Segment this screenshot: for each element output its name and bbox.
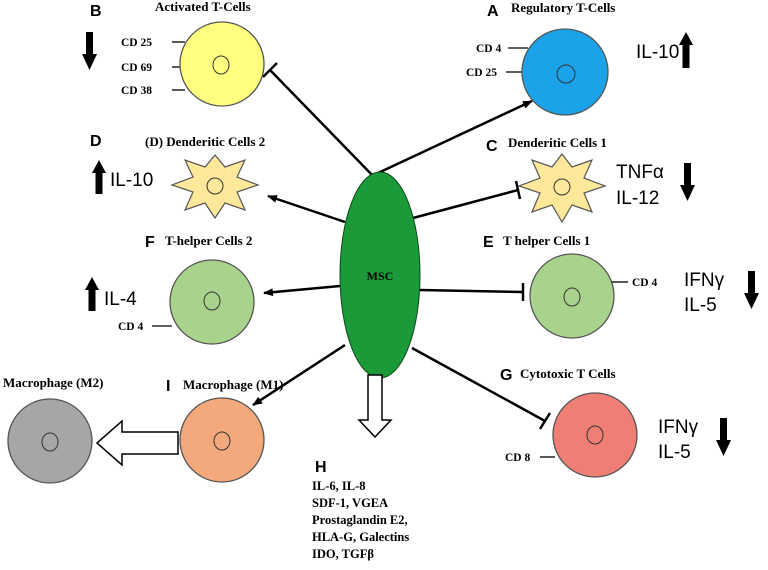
- panel-cytotoxic-t-cells: G Cytotoxic T Cells CD 8 IFNγ IL-5: [500, 366, 731, 478]
- ctl-cell: [552, 392, 638, 478]
- th1-nucleus: [563, 287, 581, 307]
- dc1-cell: [517, 153, 607, 224]
- cytokine-label: IL-4: [104, 289, 137, 310]
- panel-regulatory-t-cells: A Regulatory T-Cells CD 4 CD 25 IL-10: [466, 0, 693, 116]
- arrow-line-th2: [263, 284, 341, 297]
- dc1-title: Denderitic Cells 1: [508, 135, 607, 150]
- activated-t-title: Activated T-Cells: [155, 0, 251, 14]
- up-arrow-icon: [679, 32, 693, 68]
- secreted-factor: SDF-1, VGEA: [312, 496, 388, 510]
- th1-cell: [529, 253, 615, 339]
- cytokine-label: IFNγ: [658, 417, 699, 438]
- arrow-line-dc2: [267, 194, 346, 224]
- m1-cell: [179, 397, 265, 483]
- panel-activated-t-cells: B Activated T-Cells CD 25 CD 69 CD 38: [82, 0, 265, 107]
- dc2-cell: [170, 154, 260, 220]
- arrow-line-m1: [252, 343, 346, 407]
- m1-title: Macrophage (M1): [183, 377, 283, 392]
- m2-title: Macrophage (M2): [3, 375, 103, 390]
- secreted-factors-list: IL-6, IL-8 SDF-1, VGEA Prostaglandin E2,…: [312, 479, 409, 561]
- msc-label: MSC: [367, 269, 394, 283]
- cytokine-label: IL-10: [110, 170, 153, 191]
- up-arrow-icon: [85, 277, 99, 311]
- marker-label: CD 38: [121, 85, 152, 97]
- up-arrow-icon: [92, 160, 106, 194]
- marker-label: CD 4: [118, 321, 143, 333]
- panel-h-letter: H: [315, 459, 327, 476]
- cytokine-label: IL-5: [684, 295, 717, 316]
- down-arrow-icon: [82, 32, 97, 70]
- panel-a-letter: A: [487, 3, 499, 20]
- ctl-nucleus: [586, 425, 604, 445]
- marker-label: CD 25: [466, 67, 497, 79]
- marker-label: CD 69: [121, 62, 152, 74]
- th2-nucleus: [203, 291, 221, 311]
- inhibit-bar-dc1: [514, 180, 522, 200]
- panel-t-helper-cells-2: F T-helper Cells 2 CD 4 IL-4: [85, 233, 255, 345]
- polarization-arrow: [95, 419, 179, 467]
- panel-t-helper-cells-1: E T helper Cells 1 CD 4 IFNγ IL-5: [483, 233, 759, 339]
- cytokine-label: IFNγ: [684, 270, 725, 291]
- panel-g-letter: G: [500, 367, 512, 384]
- inhibit-line-activated-t: [269, 69, 376, 179]
- panel-e-letter: E: [483, 234, 494, 251]
- treg-nucleus: [556, 64, 576, 84]
- down-arrow-icon: [680, 163, 695, 201]
- m1-nucleus: [213, 431, 231, 451]
- activated-t-cell: [179, 21, 265, 107]
- cytokine-label: TNFα: [616, 162, 664, 183]
- secreted-factor: Prostaglandin E2,: [312, 513, 408, 527]
- panel-macrophage-m1: I Macrophage (M1): [166, 377, 283, 483]
- inhibit-bar-activated-t: [262, 62, 278, 78]
- ctl-title: Cytotoxic T Cells: [520, 366, 616, 381]
- panel-c-letter: C: [486, 138, 498, 155]
- cytokine-label: IL-12: [616, 188, 659, 209]
- cytokine-label: IL-10: [636, 42, 679, 63]
- secreted-factor: IL-6, IL-8: [312, 479, 365, 493]
- inhibit-line-ctl: [411, 346, 546, 423]
- panel-b-letter: B: [90, 3, 102, 20]
- cytokine-label: IL-5: [658, 442, 691, 463]
- m2-nucleus: [41, 432, 59, 452]
- marker-label: CD 8: [505, 452, 530, 464]
- down-arrow-icon: [744, 271, 759, 309]
- panel-f-letter: F: [145, 234, 155, 251]
- th2-cell: [169, 259, 255, 345]
- dc1-nucleus: [553, 178, 571, 196]
- secreted-factor: IDO, TGFβ: [312, 547, 374, 561]
- dc2-title: (D) Denderitic Cells 2: [145, 134, 265, 149]
- secretion-arrow: [357, 374, 393, 439]
- th1-title: T helper Cells 1: [503, 233, 590, 248]
- panel-denderitic-cells-2: D (D) Denderitic Cells 2 IL-10: [90, 133, 265, 220]
- marker-label: CD 4: [476, 43, 501, 55]
- panel-i-letter: I: [166, 378, 170, 395]
- th2-title: T-helper Cells 2: [165, 233, 252, 248]
- activated-t-nucleus: [212, 55, 230, 75]
- inhibit-line-dc1: [412, 188, 519, 220]
- inhibit-bar-ctl: [538, 412, 552, 430]
- panel-denderitic-cells-1: C Denderitic Cells 1 TNFα IL-12: [486, 135, 695, 224]
- dc2-nucleus: [206, 177, 224, 195]
- panel-d-letter: D: [90, 133, 102, 150]
- arrow-line-treg: [377, 99, 533, 175]
- treg-title: Regulatory T-Cells: [511, 0, 615, 15]
- secreted-factor: HLA-G, Galectins: [312, 530, 409, 544]
- treg-cell: [521, 28, 609, 116]
- down-arrow-icon: [716, 418, 731, 456]
- inhibit-line-th1: [419, 288, 524, 294]
- marker-label: CD 25: [121, 37, 152, 49]
- m2-cell: [7, 398, 93, 484]
- marker-label: CD 4: [632, 277, 657, 289]
- panel-macrophage-m2: Macrophage (M2): [3, 375, 103, 484]
